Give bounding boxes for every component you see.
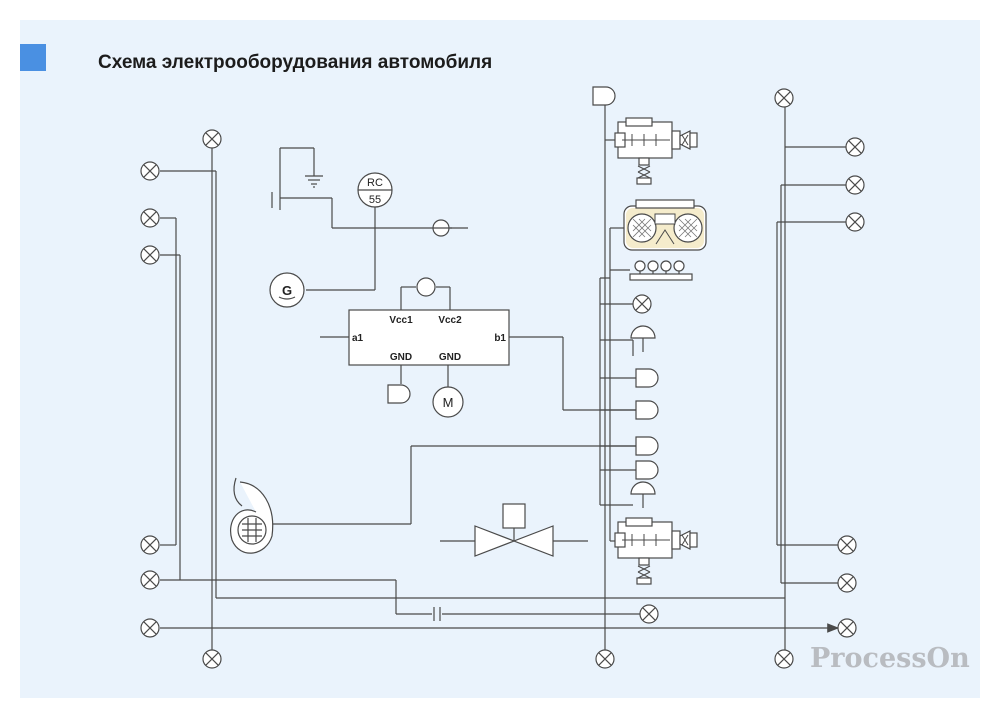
rc-value: 55 bbox=[369, 194, 381, 206]
lamp-icon bbox=[140, 570, 160, 590]
watermark: ProcessOn bbox=[810, 643, 970, 674]
lamp-icon bbox=[837, 618, 857, 638]
speaker-icon bbox=[635, 460, 659, 480]
connector-icon bbox=[432, 219, 452, 237]
lamp-icon bbox=[202, 129, 222, 149]
rc-element: RC 55 bbox=[357, 172, 393, 208]
lamp-icon bbox=[639, 604, 659, 624]
speaker-icon bbox=[635, 400, 659, 420]
lamp-icon bbox=[140, 535, 160, 555]
lamp-icon bbox=[845, 212, 865, 232]
lamp-icon bbox=[202, 649, 222, 669]
horn-icon bbox=[230, 477, 274, 554]
lamp-icon bbox=[845, 175, 865, 195]
rc-label: RC bbox=[367, 177, 383, 189]
accent-block bbox=[20, 44, 46, 71]
solenoid-valve-icon bbox=[474, 503, 554, 557]
lamp-icon bbox=[837, 535, 857, 555]
generator-icon: G bbox=[269, 272, 305, 308]
speaker-icon bbox=[635, 436, 659, 456]
lamp-icon bbox=[140, 618, 160, 638]
diagram-title: Схема электрооборудования автомобиля bbox=[98, 52, 492, 73]
chip: Vcc1 Vcc2 GND GND a1 b1 bbox=[348, 309, 510, 366]
lamp-icon bbox=[140, 161, 160, 181]
chip-pin-vcc2: Vcc2 bbox=[438, 315, 462, 326]
generator-label: G bbox=[282, 283, 292, 298]
lamp-icon bbox=[595, 649, 615, 669]
chip-pin-gnd2: GND bbox=[439, 352, 461, 363]
lamp-icon bbox=[774, 649, 794, 669]
chip-pin-vcc1: Vcc1 bbox=[389, 315, 413, 326]
speaker-icon bbox=[592, 86, 616, 106]
lamp-icon bbox=[140, 245, 160, 265]
lamp-icon bbox=[845, 137, 865, 157]
chip-pin-a1: a1 bbox=[352, 333, 364, 344]
lamp-icon bbox=[140, 208, 160, 228]
bulb-strip-icon bbox=[629, 260, 693, 281]
chip-pin-gnd1: GND bbox=[390, 352, 412, 363]
radio-cassette-icon bbox=[623, 199, 707, 251]
speaker-icon bbox=[387, 384, 411, 404]
chip-pin-b1: b1 bbox=[494, 333, 506, 344]
lamp-icon bbox=[837, 573, 857, 593]
ground-icon bbox=[305, 175, 323, 188]
motor-label: M bbox=[443, 395, 454, 410]
lamp-icon bbox=[632, 294, 652, 314]
wires bbox=[160, 104, 846, 650]
indicator-icon bbox=[416, 277, 436, 297]
motor-icon: M bbox=[432, 386, 464, 418]
lamp-icon bbox=[774, 88, 794, 108]
speaker-icon bbox=[635, 368, 659, 388]
capacitor-icon bbox=[433, 607, 441, 621]
